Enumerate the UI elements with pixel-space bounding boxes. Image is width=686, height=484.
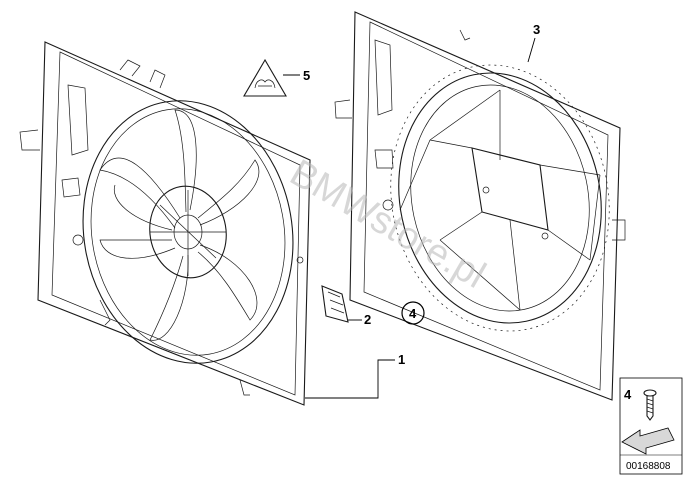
fan-shroud-assembly-left bbox=[19, 41, 311, 406]
callout-4-circle bbox=[401, 301, 425, 325]
watermark: BMWstore.pl bbox=[283, 152, 492, 297]
diagram-number: 00168808 bbox=[626, 461, 671, 472]
callout-2: 2 bbox=[364, 312, 371, 327]
screw-icon bbox=[643, 389, 657, 421]
callout-1: 1 bbox=[398, 352, 405, 367]
legend-box bbox=[619, 377, 683, 475]
leader-lines bbox=[283, 37, 536, 399]
legend-callout-4: 4 bbox=[624, 387, 632, 402]
callout-3: 3 bbox=[533, 22, 540, 37]
arrow-icon bbox=[621, 427, 675, 455]
fan-shroud-frame-right bbox=[334, 11, 626, 401]
callout-5: 5 bbox=[303, 68, 310, 83]
callout-4: 4 bbox=[409, 306, 417, 321]
warning-triangle-icon bbox=[243, 58, 287, 97]
bracket-part bbox=[321, 285, 349, 323]
